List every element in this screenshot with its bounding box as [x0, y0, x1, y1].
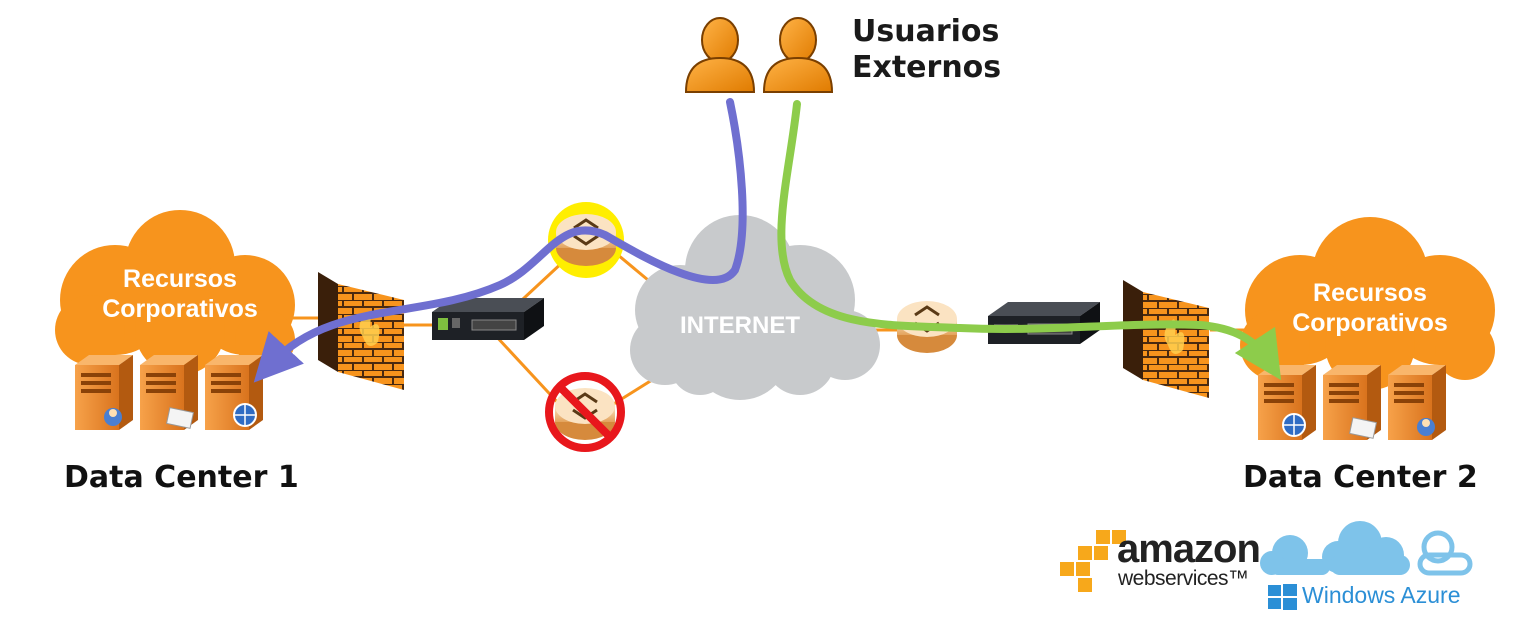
user-icon — [684, 17, 756, 93]
dc2-cloud-line1: Recursos — [1313, 279, 1427, 307]
aws-logo-word: amazon — [1117, 527, 1261, 571]
path-to-dc2 — [777, 100, 1282, 381]
firewall-icon — [318, 272, 404, 390]
dc2-cloud-line2: Corporativos — [1292, 309, 1448, 337]
servers-dc1 — [75, 355, 263, 430]
users-label-line1: Usuarios — [852, 14, 1000, 49]
aws-logo-subtitle: webservices™ — [1118, 567, 1249, 590]
server-icon — [1323, 365, 1381, 440]
datacenter-1-label: Data Center 1 — [64, 460, 299, 495]
server-icon — [140, 355, 198, 430]
azure-cloud-icon — [1260, 521, 1473, 576]
aws-logo-icon — [1060, 530, 1126, 592]
user-icon — [762, 17, 834, 93]
router-icon-active — [548, 202, 624, 278]
windows-logo-icon — [1268, 584, 1297, 610]
dc1-cloud-label: Recursos Corporativos — [60, 264, 300, 324]
users-label: Usuarios Externos — [852, 14, 1001, 86]
aws-logo: amazon webservices™ — [1060, 527, 1261, 597]
azure-logo: Windows Azure — [1258, 520, 1478, 620]
datacenter-2-label: Data Center 2 — [1243, 460, 1478, 495]
server-icon — [75, 355, 133, 430]
server-icon — [1388, 365, 1446, 440]
servers-dc2 — [1258, 365, 1446, 440]
server-icon — [205, 355, 263, 430]
dc1-cloud-line2: Corporativos — [102, 295, 258, 323]
internet-label: INTERNET — [680, 312, 800, 339]
users-label-line2: Externos — [852, 50, 1002, 85]
dc1-cloud-line1: Recursos — [123, 265, 237, 293]
corporate-cloud-1 — [55, 210, 295, 375]
router-icon-blocked — [545, 372, 625, 452]
dc2-cloud-label: Recursos Corporativos — [1250, 278, 1490, 338]
firewall-icon — [1123, 280, 1209, 398]
server-icon — [1258, 365, 1316, 440]
internet-cloud — [630, 215, 880, 400]
azure-logo-word: Windows Azure — [1302, 582, 1461, 608]
path-to-dc1 — [253, 98, 747, 383]
